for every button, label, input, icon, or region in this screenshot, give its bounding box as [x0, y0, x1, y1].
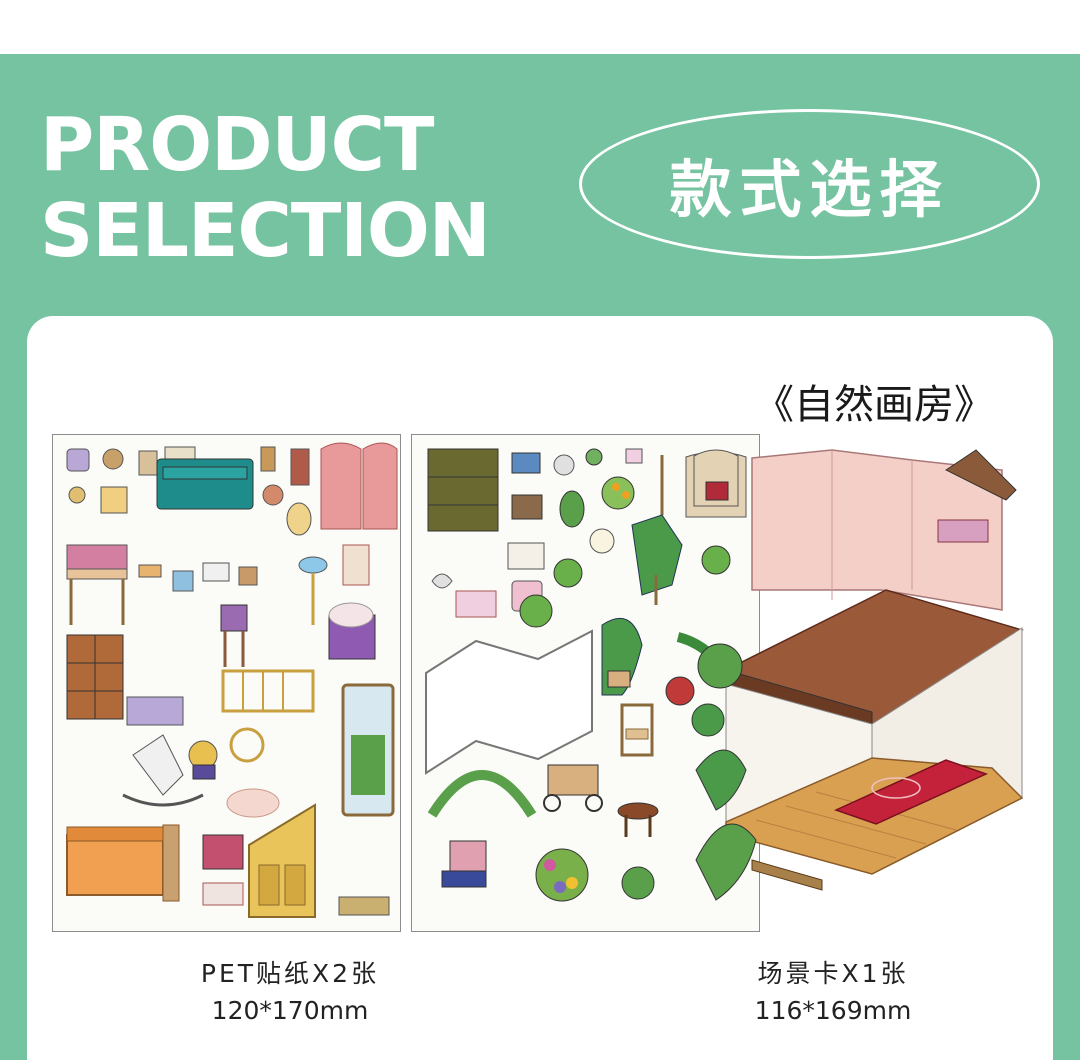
style-selection-label: 款式选择 — [669, 153, 950, 226]
product-caption-sticker: PET贴纸X2张 120*170mm — [100, 956, 480, 1030]
variant-title: 《自然画房》 — [754, 382, 994, 428]
sticker-sheet-1-image — [52, 434, 401, 932]
scene-card-label: 场景卡X1张 — [757, 959, 909, 988]
heading-english: PRODUCT SELECTION — [40, 102, 491, 274]
product-caption-scene: 场景卡X1张 116*169mm — [660, 956, 1006, 1030]
style-selection-badge: 款式选择 — [579, 109, 1040, 259]
scene-card-image — [686, 440, 1032, 930]
heading-line-product: PRODUCT — [40, 102, 434, 188]
heading-line-selection: SELECTION — [40, 188, 491, 274]
sticker-sheet-size: 120*170mm — [211, 996, 369, 1025]
scene-card-size: 116*169mm — [754, 996, 912, 1025]
sticker-sheet-label: PET贴纸X2张 — [200, 959, 380, 988]
